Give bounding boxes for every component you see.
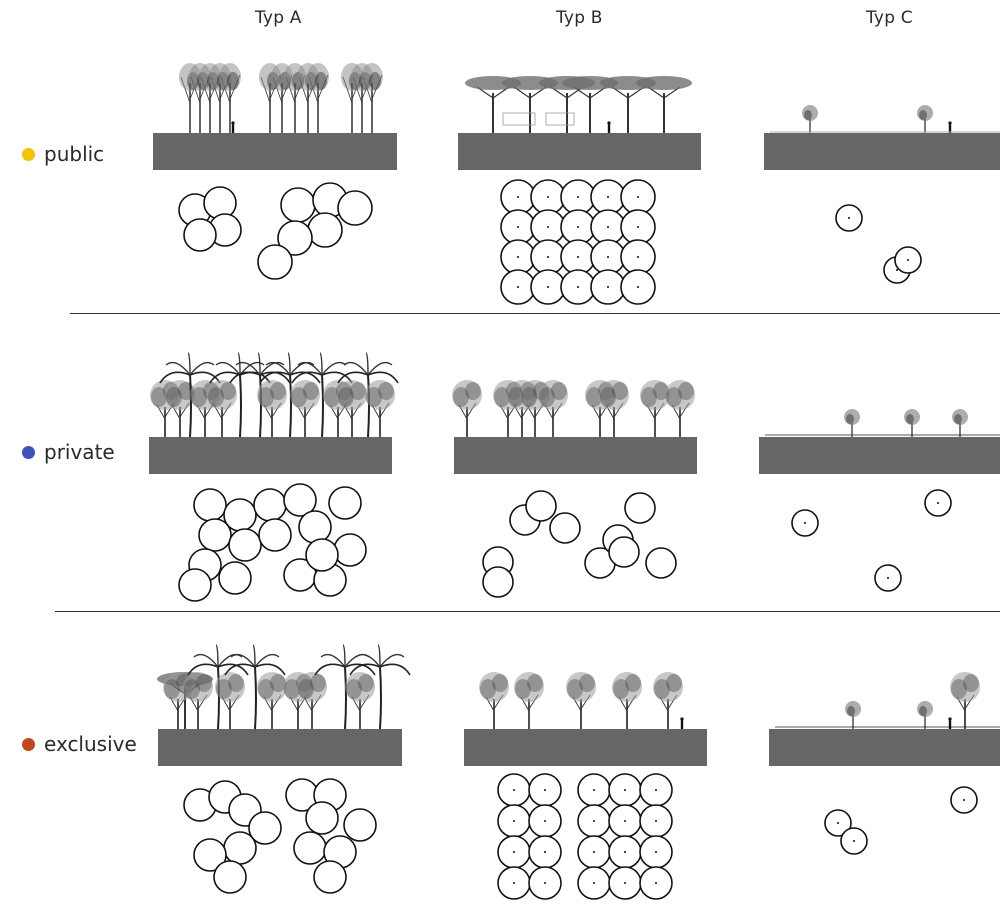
tree-centre-dot (577, 226, 579, 228)
plan-centre-dots (804, 217, 965, 842)
ground-bar-public-a (153, 133, 397, 170)
tree-centre-dot (544, 789, 546, 791)
ground-bar-exclusive-a (158, 729, 402, 766)
tree-centre-dot (624, 789, 626, 791)
exclusive-dot-icon (22, 737, 35, 751)
trees-public-typ-a (178, 62, 384, 134)
tree-centre-dot (577, 256, 579, 258)
ground-bar-public-c (764, 133, 1000, 170)
tree-centre-dot (544, 882, 546, 884)
tree-centre-dot (547, 256, 549, 258)
plan-public-typ-a (178, 182, 373, 280)
tree-centre-dot (547, 196, 549, 198)
row-divider (70, 313, 1000, 314)
trees-private-typ-c (765, 408, 1000, 438)
plan-exclusive-typ-a (183, 778, 377, 894)
tree-centre-dot (607, 226, 609, 228)
tree-centre-dot (637, 286, 639, 288)
tree-centre-dot (547, 226, 549, 228)
tree-centre-dot (513, 789, 515, 791)
ground-bar-private-a (149, 437, 392, 474)
row-label-text: private (44, 440, 115, 464)
plan-exclusive-typ-b (497, 773, 673, 900)
tree-centre-dot (655, 789, 657, 791)
tree-centre-dot (593, 882, 595, 884)
ground-bar-private-c (759, 437, 1000, 474)
ground-bar-private-b (454, 437, 697, 474)
tree-centre-dot (637, 256, 639, 258)
tree-centre-dot (655, 851, 657, 853)
tree-centre-dot (593, 820, 595, 822)
tree-centre-dot (544, 851, 546, 853)
private-dot-icon (22, 445, 35, 459)
tree-centre-dot (577, 196, 579, 198)
tree-centre-dot (637, 196, 639, 198)
tree-centre-dot (624, 820, 626, 822)
trees-exclusive-typ-a (156, 644, 411, 730)
tree-centre-dot (513, 851, 515, 853)
tree-centre-dot (517, 256, 519, 258)
row-label-text: public (44, 142, 105, 166)
tree-centre-dot (655, 882, 657, 884)
ground-bar-exclusive-c (769, 729, 1000, 766)
tree-centre-dot (547, 286, 549, 288)
ground-bar-exclusive-b (464, 729, 707, 766)
trees-public-typ-b (464, 75, 693, 134)
column-header-typ-b: Typ B (556, 8, 603, 28)
trees-exclusive-typ-b (478, 671, 684, 730)
tree-centre-dot (655, 820, 657, 822)
column-header-typ-a: Typ A (255, 8, 302, 28)
plan-public-typ-b (500, 179, 656, 305)
row-label-public: public (22, 142, 104, 166)
tree-centre-dot (624, 882, 626, 884)
tree-centre-dot (577, 286, 579, 288)
trees-private-typ-a (149, 352, 399, 438)
trees-private-typ-b (451, 379, 696, 438)
column-header-typ-c: Typ C (866, 8, 913, 28)
tree-centre-dot (517, 226, 519, 228)
plan-private-typ-c (791, 489, 952, 592)
row-label-exclusive: exclusive (22, 732, 137, 756)
plan-private-typ-b (482, 490, 677, 598)
tree-centre-dot (593, 851, 595, 853)
trees-public-typ-c (770, 104, 1000, 134)
ground-bar-public-b (458, 133, 701, 170)
tree-centre-dot (607, 286, 609, 288)
plan-private-typ-a (178, 483, 367, 602)
tree-centre-dot (607, 196, 609, 198)
tree-centre-dot (513, 882, 515, 884)
public-dot-icon (22, 147, 35, 161)
tree-centre-dot (637, 226, 639, 228)
row-label-private: private (22, 440, 115, 464)
tree-centre-dot (517, 286, 519, 288)
row-divider (55, 611, 1000, 612)
tree-centre-dot (513, 820, 515, 822)
plan-public-typ-c (835, 204, 922, 284)
row-label-text: exclusive (44, 732, 137, 756)
tree-centre-dot (607, 256, 609, 258)
tree-centre-dot (544, 820, 546, 822)
tree-centre-dot (593, 789, 595, 791)
trees-exclusive-typ-c (775, 671, 1000, 730)
plan-exclusive-typ-c (824, 786, 978, 855)
tree-centre-dot (517, 196, 519, 198)
tree-centre-dot (624, 851, 626, 853)
